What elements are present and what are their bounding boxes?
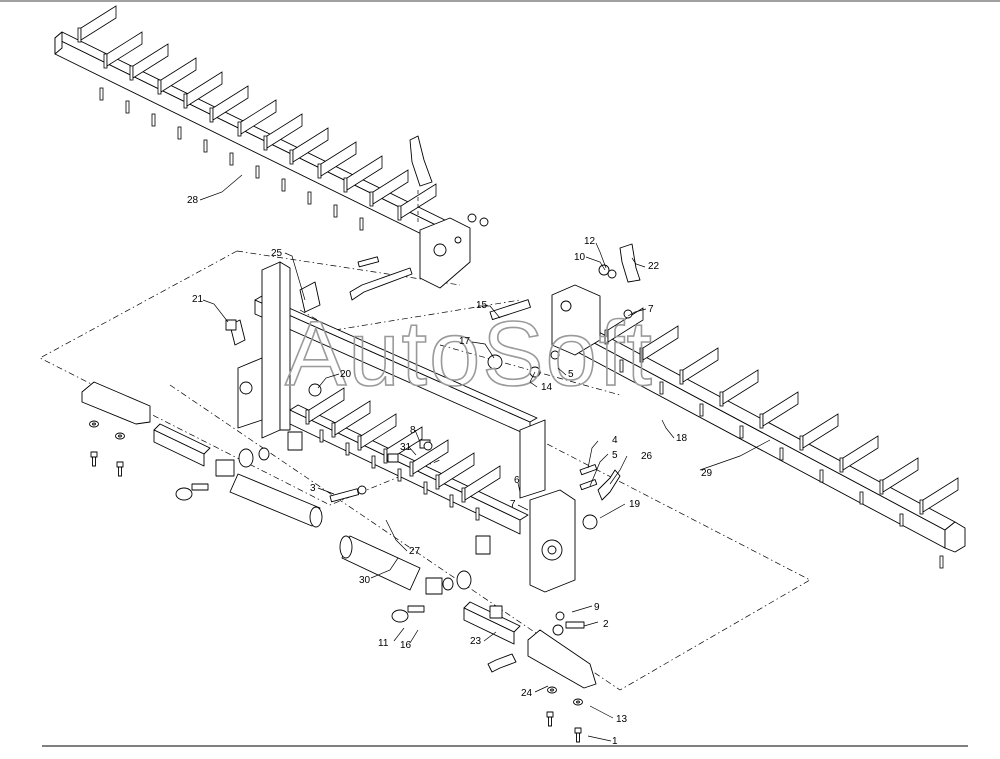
callout-20: 20 (340, 369, 352, 380)
callout-11: 11 (378, 638, 389, 649)
callout-28: 28 (187, 195, 199, 206)
callout-5b: 5 (612, 450, 618, 461)
callout-8: 8 (410, 425, 416, 436)
callout-14: 14 (541, 382, 553, 393)
callout-16: 16 (400, 640, 412, 651)
leader-lines (199, 174, 771, 742)
callout-27: 27 (409, 546, 421, 557)
rear-hinge-bracket (349, 135, 489, 301)
callout-19: 19 (629, 499, 641, 510)
callout-labels: 1 2 3 4 5 5 6 7 7 8 9 10 11 12 13 14 15 … (187, 195, 713, 747)
callout-7b: 7 (510, 499, 516, 510)
callout-24: 24 (521, 688, 533, 699)
callout-26: 26 (641, 451, 653, 462)
callout-13: 13 (616, 714, 628, 725)
rear-rake-beam (54, 5, 456, 248)
right-rake-beam (551, 243, 966, 569)
callout-7a: 7 (648, 304, 654, 315)
center-frame (229, 261, 576, 593)
callout-31: 31 (400, 442, 412, 453)
callout-4: 4 (612, 435, 618, 446)
callout-3: 3 (310, 483, 316, 494)
callout-1: 1 (612, 736, 618, 747)
left-linkage (81, 381, 597, 689)
callout-18: 18 (676, 433, 688, 444)
callout-29: 29 (701, 468, 713, 479)
callout-15: 15 (476, 300, 488, 311)
callout-5a: 5 (568, 369, 574, 380)
callout-2: 2 (603, 619, 609, 630)
watermark: AutoSoft (285, 303, 654, 405)
callout-21: 21 (192, 294, 204, 305)
center-hardware (225, 299, 621, 530)
callout-12: 12 (584, 236, 596, 247)
callout-17: 17 (459, 336, 471, 347)
callout-22: 22 (648, 261, 660, 272)
callout-23: 23 (470, 636, 482, 647)
callout-30: 30 (359, 575, 371, 586)
callout-9: 9 (594, 602, 600, 613)
callout-10: 10 (574, 252, 586, 263)
callout-25: 25 (271, 248, 283, 259)
front-rake-beam (287, 387, 529, 555)
callout-6: 6 (514, 475, 520, 486)
